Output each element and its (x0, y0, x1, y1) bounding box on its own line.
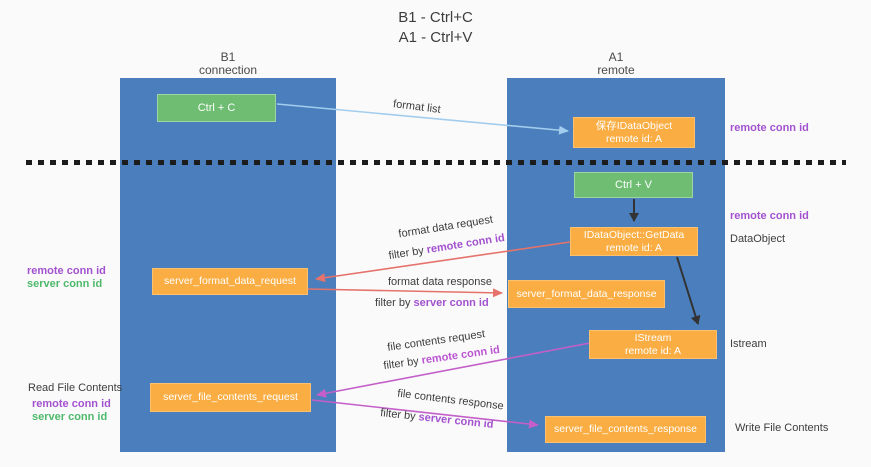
filter-key-server-conn-id: server conn id (417, 411, 495, 431)
label-format-list: format list (392, 98, 442, 116)
filter-prefix: filter by (379, 407, 420, 424)
filter-prefix: filter by (375, 297, 414, 309)
lifeline-a1-role: remote (597, 63, 635, 77)
lifeline-b1-role: connection (198, 63, 258, 77)
label-server-conn-id-left-2: server conn id (32, 411, 108, 423)
filter-key-server-conn-id: server conn id (413, 297, 489, 309)
filter-prefix: filter by (382, 354, 423, 373)
lifeline-b1-name: B1 (220, 50, 236, 64)
lifeline-a1-name: A1 (608, 50, 624, 64)
phase-separator-dashed-line (26, 160, 846, 165)
diagram-title: B1 - Ctrl+C A1 - Ctrl+V (0, 8, 871, 48)
label-format-data-response: format data response (388, 276, 492, 288)
label-istream: Istream (730, 338, 767, 350)
label-remote-conn-id-left-2: remote conn id (32, 398, 111, 410)
label-dataobject: DataObject (730, 233, 786, 245)
label-filter-by-server-conn-id-2: filter by server conn id (380, 407, 494, 431)
node-idataobject-getdata: IDataObject::GetData remote id: A (570, 227, 698, 256)
label-file-contents-response: file contents response (396, 387, 505, 413)
lifeline-header-b1: B1 connection (120, 51, 336, 77)
label-remote-conn-id-left: remote conn id (27, 265, 106, 277)
label-remote-conn-id-right-top: remote conn id (730, 122, 809, 134)
label-filter-by-server-conn-id-1: filter by server conn id (375, 297, 489, 309)
label-server-conn-id-left: server conn id (27, 278, 103, 290)
node-ctrl-v: Ctrl + V (574, 172, 693, 198)
node-istream: IStream remote id: A (589, 330, 717, 359)
title-line-2: A1 - Ctrl+V (398, 29, 473, 46)
node-server-format-data-response: server_format_data_response (508, 280, 665, 308)
label-remote-conn-id-right-mid: remote conn id (730, 210, 809, 222)
node-ctrl-c: Ctrl + C (157, 94, 276, 122)
lifeline-header-a1: A1 remote (507, 51, 725, 77)
filter-key-remote-conn-id: remote conn id (425, 231, 506, 257)
node-server-file-contents-request: server_file_contents_request (150, 383, 311, 412)
node-server-format-data-request: server_format_data_request (152, 268, 308, 295)
label-write-file-contents: Write File Contents (735, 422, 829, 434)
arrow-format-data-response (307, 288, 503, 298)
title-line-1: B1 - Ctrl+C (398, 9, 473, 26)
filter-prefix: filter by (387, 244, 428, 263)
node-server-file-contents-response: server_file_contents_response (545, 416, 706, 443)
node-save-idataobject: 保存IDataObject remote id: A (573, 117, 695, 148)
label-read-file-contents: Read File Contents (28, 382, 123, 394)
